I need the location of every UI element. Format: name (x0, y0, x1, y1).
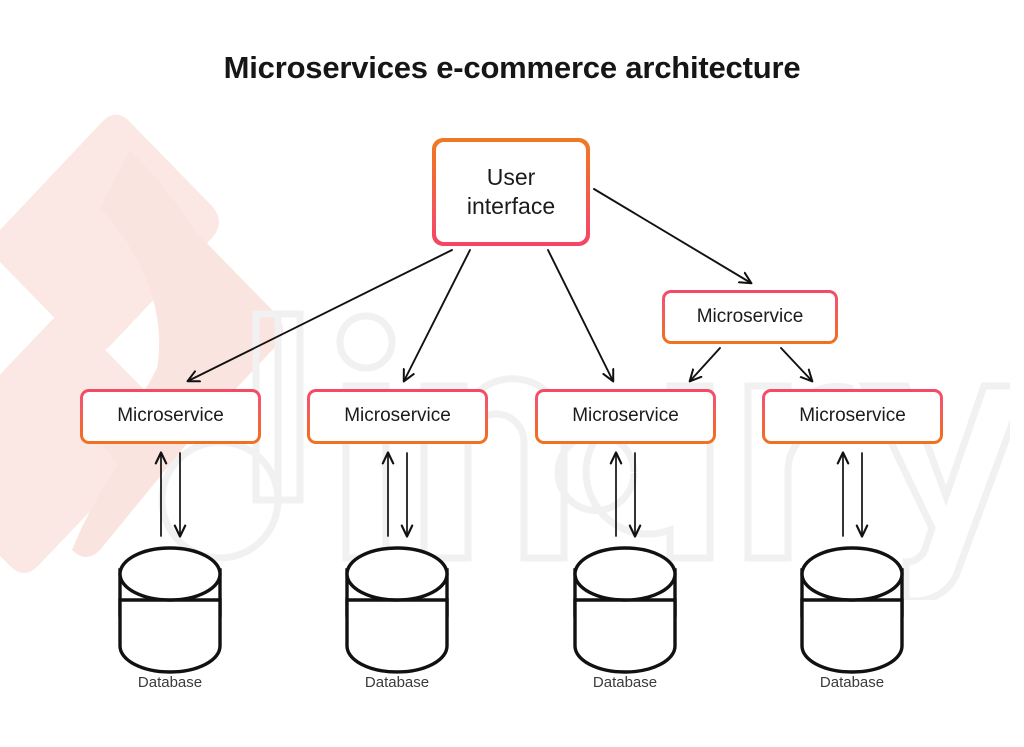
connector-ui-to-microservice-3 (547, 249, 613, 381)
database-label-4: Database (819, 674, 885, 691)
node-microservice-1[interactable]: Microservice (80, 389, 261, 444)
node-microservice-hub[interactable]: Microservice (662, 290, 838, 344)
database-cylinder-2 (345, 546, 449, 674)
node-microservice-hub-label: Microservice (665, 293, 835, 341)
node-user-interface-label-line2: interface (466, 193, 556, 219)
connector-ui-to-microservice-2 (404, 249, 471, 381)
node-microservice-2-label: Microservice (310, 392, 485, 441)
database-label-2: Database (364, 674, 430, 691)
node-user-interface[interactable]: User interface (432, 138, 590, 246)
connector-ui-to-microservice-1 (188, 249, 453, 381)
node-microservice-1-label: Microservice (83, 392, 258, 441)
connector-ui-to-microservice-hub (593, 188, 751, 283)
node-user-interface-label: User interface (436, 142, 586, 242)
database-label-3: Database (592, 674, 658, 691)
node-user-interface-label-line1: User (486, 163, 536, 190)
database-cylinder-1 (118, 546, 222, 674)
node-microservice-2[interactable]: Microservice (307, 389, 488, 444)
connector-hub-to-microservice-4 (780, 347, 812, 381)
database-label-1: Database (137, 674, 203, 691)
connector-hub-to-microservice-3 (690, 347, 721, 381)
node-microservice-4-label: Microservice (765, 392, 940, 441)
database-cylinder-3 (573, 546, 677, 674)
page-title: Microservices e-commerce architecture (223, 50, 801, 85)
database-cylinder-4 (800, 546, 904, 674)
node-microservice-3[interactable]: Microservice (535, 389, 716, 444)
node-microservice-4[interactable]: Microservice (762, 389, 943, 444)
node-microservice-3-label: Microservice (538, 392, 713, 441)
